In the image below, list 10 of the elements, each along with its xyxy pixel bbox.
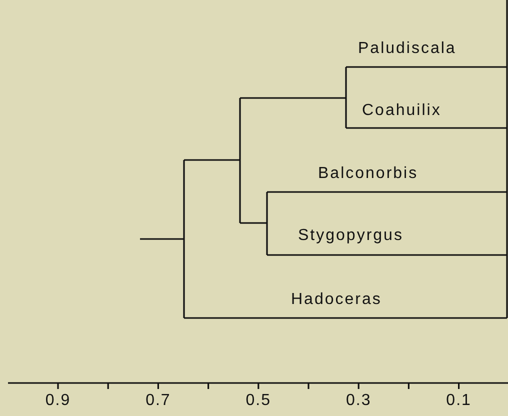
- axis-tick-label: 0.7: [144, 392, 172, 410]
- axis-tick-label: 0.5: [244, 392, 272, 410]
- axis-tick-label: 0.9: [44, 392, 72, 410]
- taxon-label: Balconorbis: [318, 165, 418, 183]
- taxon-label: Stygopyrgus: [298, 227, 404, 245]
- axis-tick-label: 0.1: [445, 392, 472, 410]
- taxon-label: Hadoceras: [291, 291, 382, 309]
- taxon-label: Paludiscala: [358, 40, 456, 58]
- axis-tick-label: 0.3: [344, 392, 372, 410]
- taxon-label: Coahuilix: [362, 102, 442, 120]
